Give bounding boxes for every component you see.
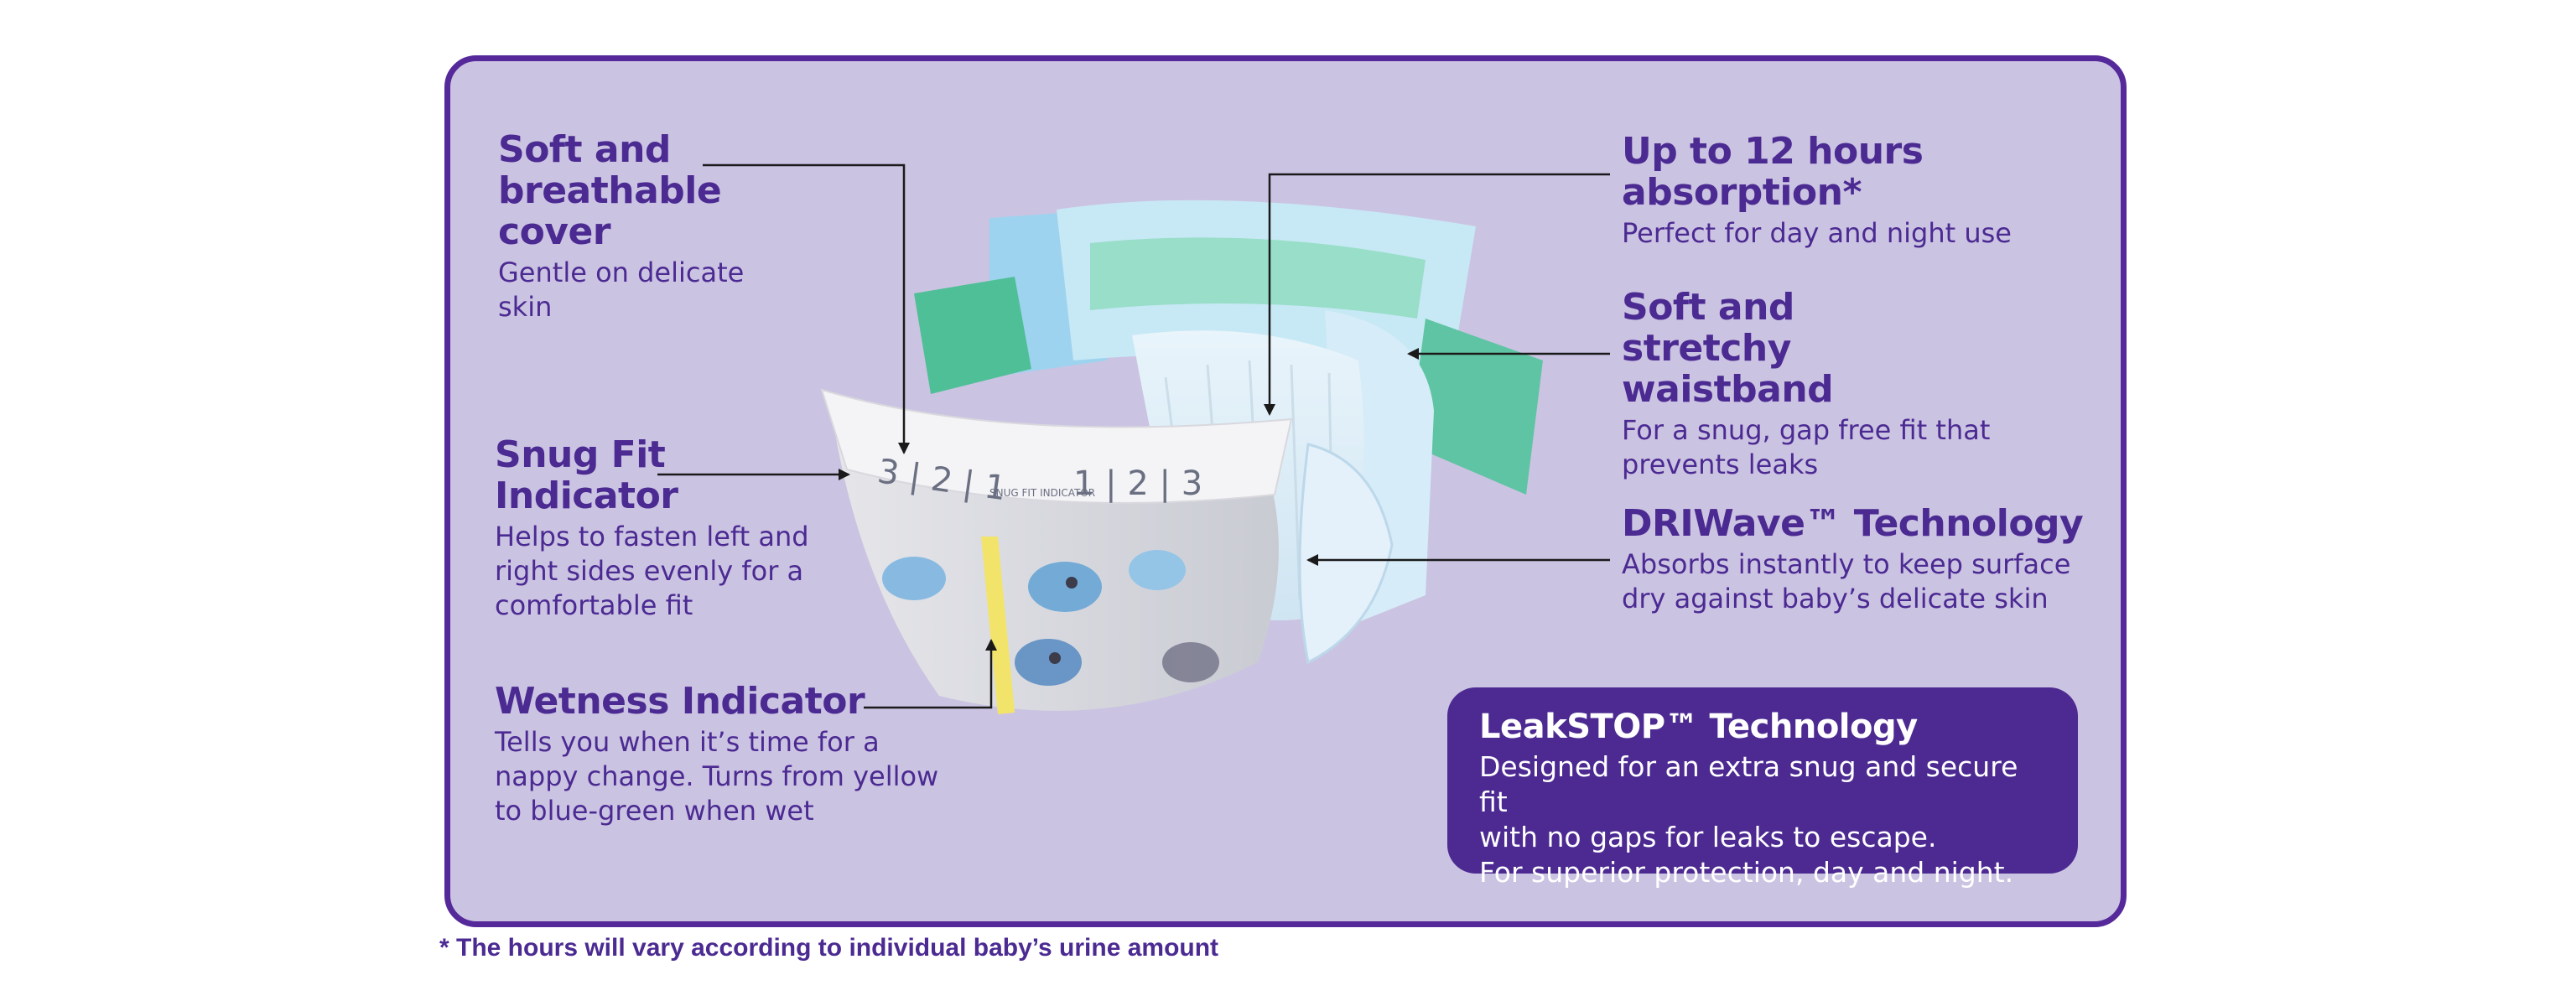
feature-driwave: DRIWave™ Technology Absorbs instantly to…	[1622, 503, 2091, 616]
feature-absorption-title: Up to 12 hours absorption*	[1622, 130, 1924, 214]
feature-wetness-desc: Tells you when it’s time for a nappy cha…	[495, 726, 939, 827]
leakstop-box: LeakSTOP™ Technology Designed for an ext…	[1447, 687, 2078, 889]
diaper-illustration: 3 | 2 | 1 SNUG FIT INDICATOR 1 | 2 | 3	[820, 200, 1543, 714]
footnote: * The hours will vary according to indiv…	[439, 934, 1219, 962]
feature-absorption: Up to 12 hours absorption* Perfect for d…	[1622, 131, 2125, 251]
front-waistband	[820, 388, 1293, 504]
feature-driwave-desc: Absorbs instantly to keep surface dry ag…	[1622, 548, 2071, 614]
leakstop-desc-line-3: For superior protection, day and night.	[1479, 856, 2014, 889]
feature-absorption-desc: Perfect for day and night use	[1622, 217, 2012, 249]
feature-snug-fit-title: Snug Fit Indicator	[495, 433, 678, 517]
leg-cuff	[1298, 443, 1394, 665]
feature-waistband-title: Soft and stretchy waistband	[1622, 286, 1834, 411]
feature-cover: Soft and breathable cover Gentle on deli…	[498, 129, 750, 324]
leakstop-desc-line-1: Designed for an extra snug and secure fi…	[1479, 750, 2018, 818]
right-fastening-tab	[1409, 319, 1543, 495]
waistband-green	[1090, 237, 1426, 319]
feature-driwave-title: DRIWave™ Technology	[1622, 502, 2084, 545]
scale-right-text: 1 | 2 | 3	[1073, 464, 1202, 503]
feature-snug-fit-desc: Helps to fasten left and right sides eve…	[495, 521, 809, 621]
leakstop-title: LeakSTOP™ Technology	[1479, 708, 1918, 746]
feature-waistband-desc: For a snug, gap free fit that prevents l…	[1622, 414, 1991, 480]
scale-label-text: SNUG FIT INDICATOR	[989, 487, 1095, 499]
feature-wetness: Wetness Indicator Tells you when it’s ti…	[495, 681, 964, 828]
arrow-cover	[703, 163, 910, 454]
feature-snug-fit: Snug Fit Indicator Helps to fasten left …	[495, 434, 847, 623]
arrow-absorption	[1264, 173, 1610, 416]
arrow-wetness	[864, 639, 997, 709]
leakstop-desc-line-2: with no gaps for leaks to escape.	[1479, 821, 1937, 853]
feature-cover-title: Soft and breathable cover	[498, 128, 722, 253]
wetness-stripe	[981, 537, 1015, 714]
feature-wetness-title: Wetness Indicator	[495, 680, 865, 723]
feature-cover-desc: Gentle on delicate skin	[498, 257, 745, 323]
character-prints	[882, 550, 1219, 686]
left-fastening-tab	[914, 277, 1031, 394]
feature-waistband: Soft and stretchy waistband For a snug, …	[1622, 287, 2041, 482]
